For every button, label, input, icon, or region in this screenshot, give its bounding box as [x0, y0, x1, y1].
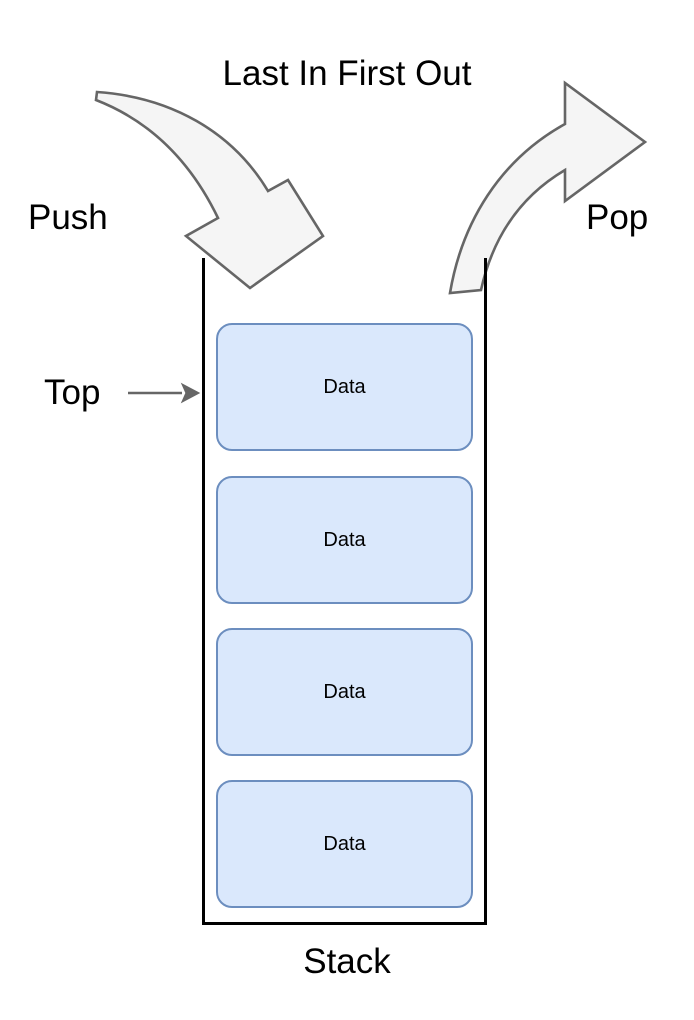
stack-cell: Data: [216, 780, 473, 908]
stack-cell-label: Data: [323, 681, 366, 703]
stack-cell: Data: [216, 323, 473, 451]
push-arrow-icon: [94, 90, 325, 290]
push-label: Push: [28, 198, 108, 237]
top-pointer-icon: [128, 382, 201, 404]
pop-label: Pop: [586, 198, 649, 237]
diagram-title: Last In First Out: [222, 54, 472, 93]
pop-arrow-icon: [448, 80, 648, 295]
stack-caption: Stack: [303, 942, 391, 981]
stack-cell-label: Data: [323, 376, 366, 398]
stack-cell: Data: [216, 476, 473, 604]
stack-container: [202, 258, 487, 925]
stack-cell-label: Data: [323, 833, 366, 855]
stack-cell: Data: [216, 628, 473, 756]
stack-cell-label: Data: [323, 529, 366, 551]
top-label: Top: [44, 373, 101, 412]
